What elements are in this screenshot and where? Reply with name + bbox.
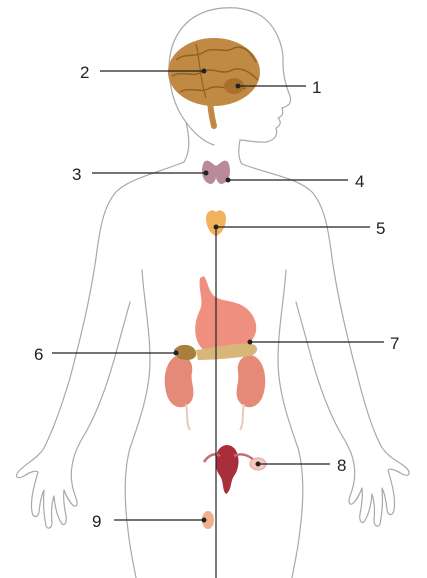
label-3: 3 xyxy=(72,165,81,184)
label-5: 5 xyxy=(376,219,385,238)
left-torso-outline xyxy=(125,270,150,578)
label-6: 6 xyxy=(34,345,43,364)
label-4: 4 xyxy=(355,172,364,191)
label-9: 9 xyxy=(92,512,101,531)
label-7: 7 xyxy=(390,334,399,353)
uterus xyxy=(204,445,266,494)
label-8: 8 xyxy=(337,456,346,475)
stomach xyxy=(195,276,256,355)
label-2: 2 xyxy=(80,63,89,82)
kidneys xyxy=(165,355,266,430)
neck-outline xyxy=(184,122,189,162)
right-torso-outline xyxy=(278,270,303,578)
label-1: 1 xyxy=(312,78,321,97)
brain xyxy=(168,38,260,126)
